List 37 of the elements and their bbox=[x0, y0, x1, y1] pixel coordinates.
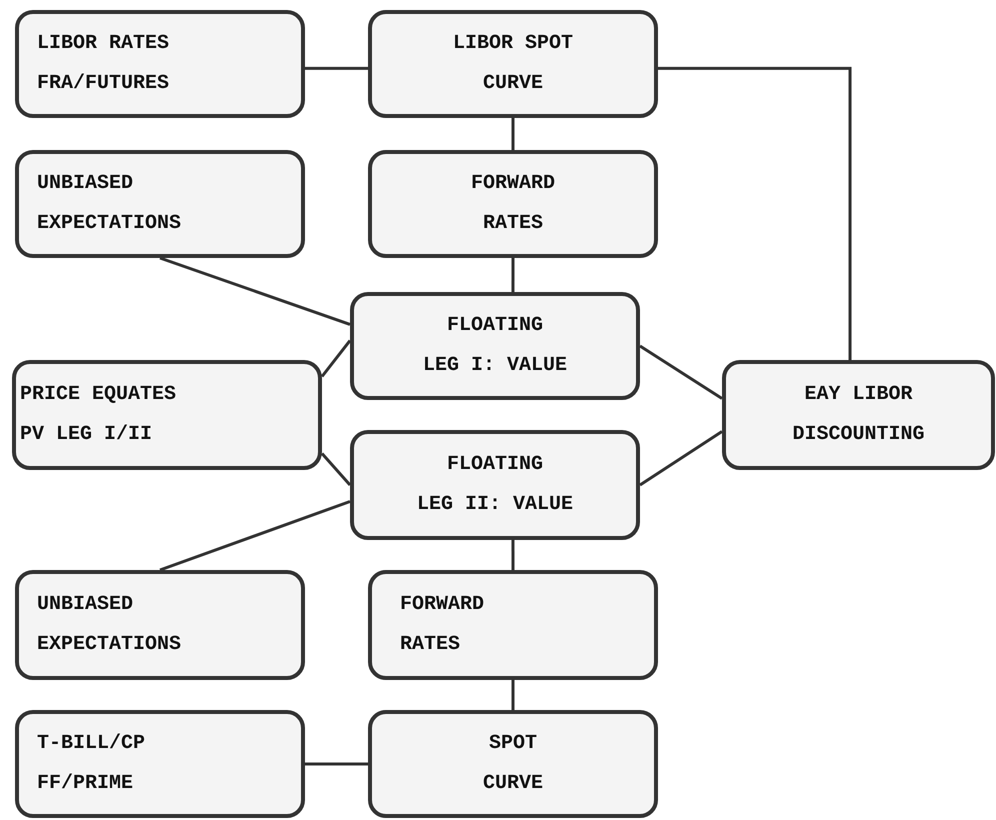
connector-line bbox=[305, 66, 368, 70]
rounded-box bbox=[368, 150, 658, 258]
rounded-box bbox=[12, 360, 322, 470]
connector-line bbox=[658, 66, 852, 360]
rounded-box bbox=[15, 710, 305, 818]
connector-line bbox=[305, 762, 368, 766]
rounded-box bbox=[722, 360, 995, 470]
node-label: UNBIASED EXPECTATIONS bbox=[37, 592, 182, 658]
node-label: SPOT CURVE bbox=[482, 731, 543, 797]
connector-line bbox=[639, 344, 723, 400]
node-label: FLOATING LEG I: VALUE bbox=[422, 313, 568, 379]
connector-line bbox=[160, 500, 350, 572]
connector-line bbox=[512, 118, 514, 150]
node-label: LIBOR SPOT CURVE bbox=[452, 31, 574, 97]
connector-line bbox=[320, 340, 352, 378]
node-label: T-BILL/CP FF/PRIME bbox=[37, 731, 146, 797]
node-label: UNBIASED EXPECTATIONS bbox=[37, 171, 182, 237]
rounded-box bbox=[15, 10, 305, 118]
connector-line bbox=[511, 540, 514, 570]
rounded-box bbox=[350, 430, 640, 540]
rounded-box bbox=[368, 10, 658, 118]
connector-line bbox=[320, 452, 352, 486]
rounded-box bbox=[350, 292, 640, 400]
connector-line bbox=[160, 256, 350, 326]
connector-line bbox=[511, 258, 514, 292]
node-label: EAY LIBOR DISCOUNTING bbox=[792, 382, 925, 448]
node-label: FORWARD RATES bbox=[400, 592, 484, 658]
connector-line bbox=[512, 680, 514, 710]
node-label: LIBOR RATES FRA/FUTURES bbox=[37, 31, 170, 97]
node-label: PRICE EQUATES PV LEG I/II bbox=[20, 382, 176, 448]
rounded-box bbox=[15, 570, 305, 680]
rounded-box bbox=[15, 150, 305, 258]
node-label: FORWARD RATES bbox=[470, 171, 555, 237]
rounded-box bbox=[368, 570, 658, 680]
rounded-box bbox=[368, 710, 658, 818]
connector-line bbox=[639, 430, 723, 486]
node-label: FLOATING LEG II: VALUE bbox=[416, 452, 574, 518]
